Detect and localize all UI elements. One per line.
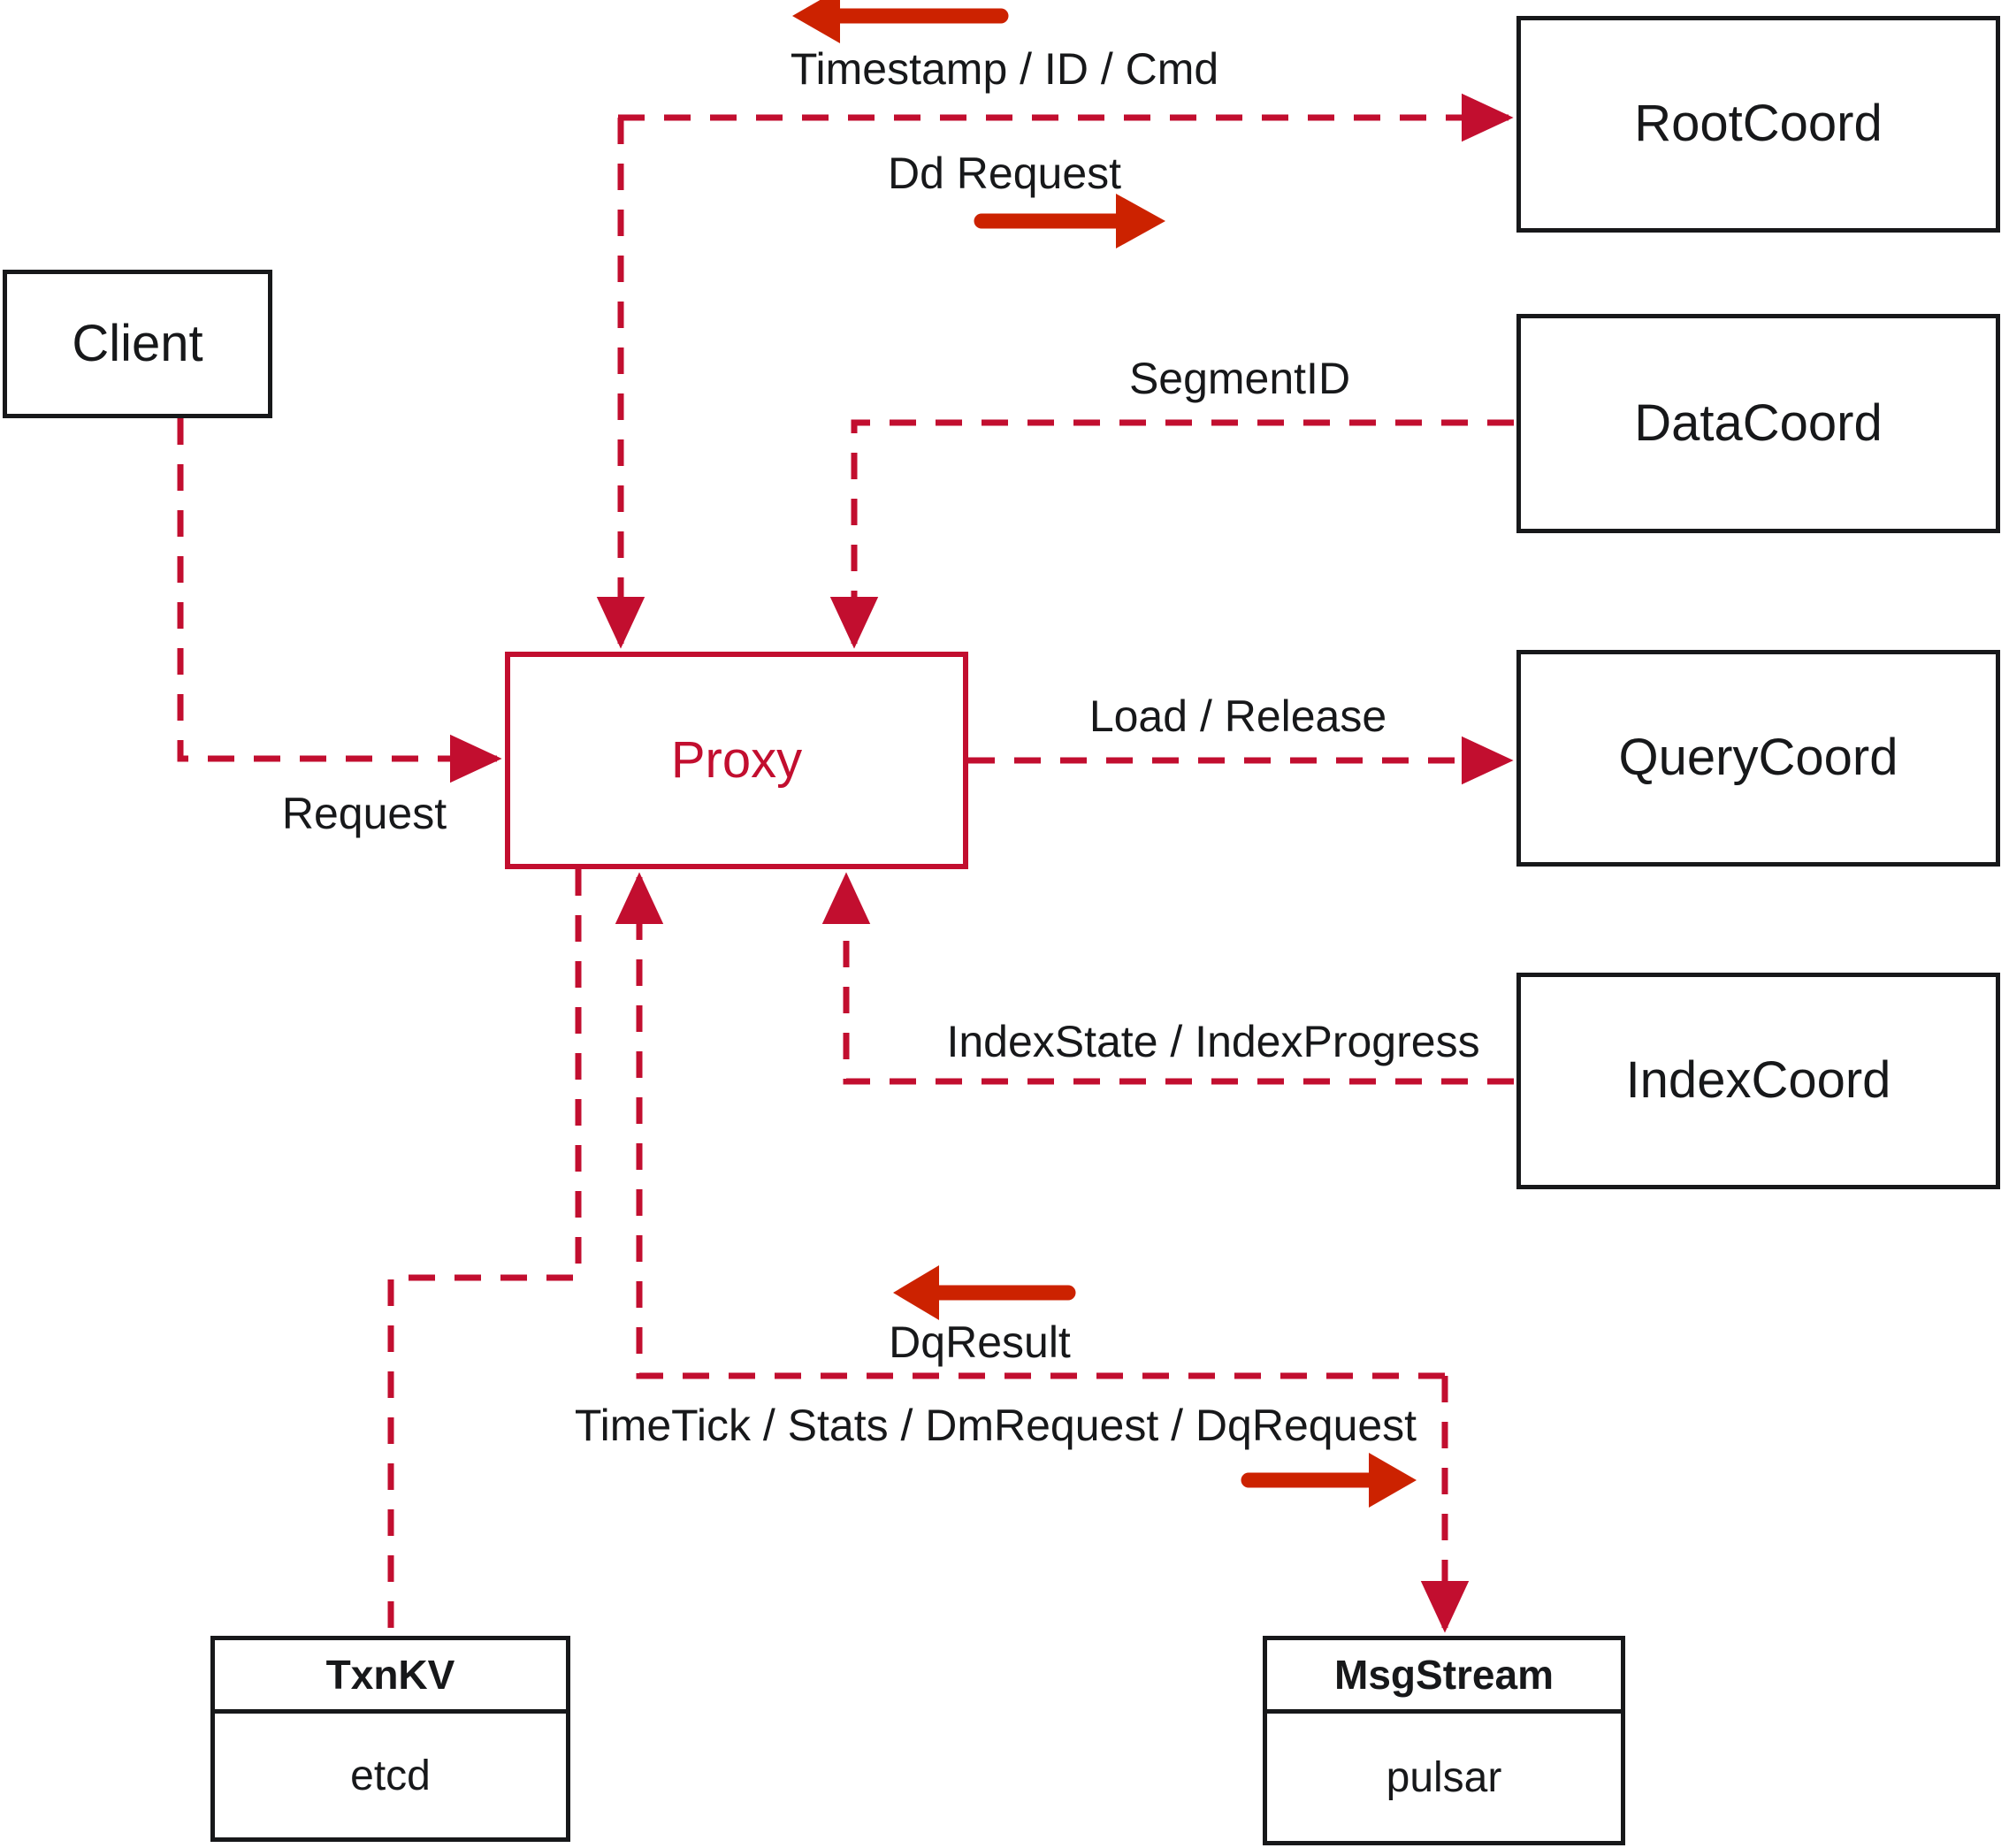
- node-client[interactable]: Client: [3, 270, 272, 418]
- node-txnkv-body: etcd: [350, 1752, 431, 1799]
- edge-label-index-state-progress: IndexState / IndexProgress: [946, 1017, 1480, 1066]
- node-proxy[interactable]: Proxy: [505, 652, 968, 869]
- node-msgstream-header: MsgStream: [1267, 1640, 1621, 1714]
- node-rootcoord-label: RootCoord: [1634, 95, 1883, 153]
- edge-msgstream-to-proxy: [615, 872, 1445, 1379]
- edge-label-dq-result: DqResult: [889, 1317, 1071, 1367]
- edge-client-to-proxy: [177, 418, 502, 783]
- node-datacoord-label: DataCoord: [1634, 393, 1883, 452]
- dd-request-direction-arrow: [974, 194, 1165, 248]
- edge-label-timetick-stats: TimeTick / Stats / DmRequest / DqRequest: [574, 1401, 1417, 1450]
- edge-label-timestamp-id-cmd: Timestamp / ID / Cmd: [790, 44, 1219, 94]
- timetick-direction-arrow: [1241, 1453, 1417, 1508]
- edge-label-load-release: Load / Release: [1089, 691, 1387, 741]
- node-datacoord[interactable]: DataCoord: [1516, 314, 2000, 533]
- edge-label-segment-id: SegmentID: [1128, 354, 1351, 403]
- node-proxy-label: Proxy: [670, 730, 803, 789]
- node-indexcoord[interactable]: IndexCoord: [1516, 973, 2000, 1189]
- node-client-label: Client: [72, 314, 203, 372]
- node-msgstream-body: pulsar: [1386, 1753, 1502, 1801]
- edge-indexcoord-to-proxy: [821, 872, 1514, 1085]
- node-querycoord[interactable]: QueryCoord: [1516, 650, 2000, 867]
- node-querycoord-label: QueryCoord: [1618, 729, 1898, 787]
- node-rootcoord[interactable]: RootCoord: [1516, 16, 2000, 233]
- edge-proxy-to-txnkv: [387, 869, 582, 1631]
- node-indexcoord-label: IndexCoord: [1625, 1051, 1891, 1110]
- node-txnkv[interactable]: TxnKV etcd: [210, 1636, 570, 1842]
- node-txnkv-header: TxnKV: [215, 1640, 566, 1714]
- dq-result-direction-arrow: [893, 1265, 1076, 1320]
- edge-label-dd-request: Dd Request: [887, 149, 1122, 198]
- timestamp-direction-arrow: [792, 0, 1009, 43]
- edge-label-request: Request: [281, 789, 447, 838]
- direction-arrow-group: [792, 0, 1417, 1508]
- edge-datacoord-to-proxy: [829, 419, 1514, 649]
- node-msgstream[interactable]: MsgStream pulsar: [1263, 1636, 1625, 1845]
